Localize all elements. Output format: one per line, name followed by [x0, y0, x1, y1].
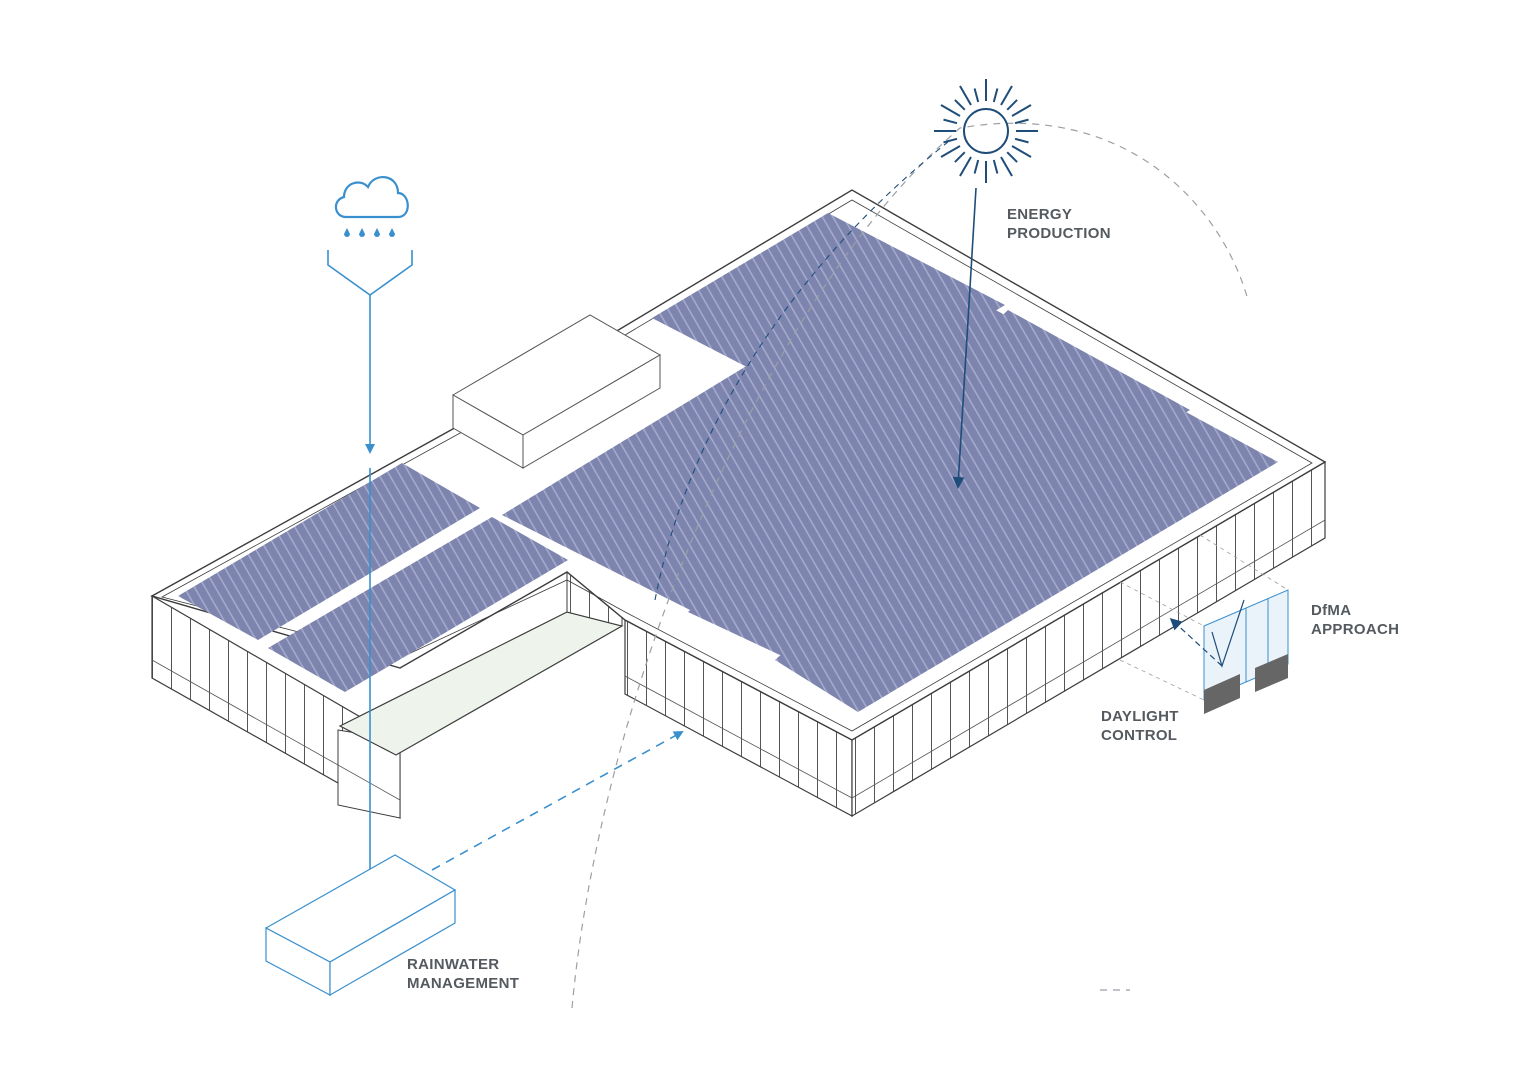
- sun-ray: [1000, 85, 1013, 106]
- energy-label-line-2: PRODUCTION: [1007, 225, 1111, 242]
- sun-icon: [934, 79, 1038, 183]
- solar-array-main-b: [775, 368, 1278, 712]
- sun-ray: [940, 104, 961, 117]
- sun-ray: [1011, 145, 1032, 158]
- sun-ray: [943, 137, 958, 144]
- rainwater-management-label: RAINWATER MANAGEMENT: [407, 955, 519, 993]
- solar-array-left-2: [268, 517, 568, 692]
- rainwater-tank: [264, 854, 457, 997]
- sun-ray: [954, 151, 966, 163]
- sun-ray: [1006, 99, 1018, 111]
- solar-array-left-1: [178, 463, 480, 640]
- sun-ray: [1014, 137, 1029, 144]
- solar-array-middle: [502, 265, 1098, 610]
- daylight-label-line-1: DAYLIGHT: [1101, 708, 1179, 725]
- sun-ray: [940, 145, 961, 158]
- sun-ray: [973, 159, 980, 174]
- sun-ray: [992, 88, 999, 103]
- energy-production-label: ENERGY PRODUCTION: [1007, 205, 1111, 243]
- energy-label-line-1: ENERGY: [1007, 206, 1073, 223]
- plinth-line-south: [624, 675, 853, 799]
- solar-array-top-small: [652, 213, 1005, 410]
- sun-ray: [959, 156, 972, 177]
- sun-ray-dashed: [654, 141, 949, 601]
- rainwater-label-line-1: RAINWATER: [407, 956, 500, 973]
- sun-ray: [1000, 156, 1013, 177]
- daylight-label-line-2: CONTROL: [1101, 727, 1178, 744]
- dfma-approach-label: DfMA APPROACH: [1311, 601, 1399, 639]
- rain-cloud-icon: [334, 176, 409, 237]
- dfma-label-line-1: DfMA: [1311, 602, 1352, 619]
- rainwater-label-line-2: MANAGEMENT: [407, 975, 520, 992]
- sun-ray: [973, 88, 980, 103]
- sun-path-arc: [571, 122, 1249, 1009]
- sun-ray: [1011, 104, 1032, 117]
- rainwater-flow: [327, 250, 684, 907]
- dfma-label-line-2: APPROACH: [1311, 621, 1400, 638]
- plinth-line-east: [851, 519, 1326, 799]
- rooftop-plant-box: [452, 314, 661, 469]
- sun-ray: [959, 85, 972, 106]
- building: [150, 189, 1327, 820]
- energy-production-arrow: [952, 187, 977, 489]
- sun-ray: [954, 99, 966, 111]
- sun-ray: [1006, 151, 1018, 163]
- solar-panel-arrays: [178, 213, 1278, 712]
- solar-array-main-a: [688, 310, 1190, 656]
- plinth-line-left: [151, 659, 401, 801]
- dfma-facade-module: [1119, 534, 1289, 714]
- sun-ray: [943, 118, 958, 125]
- daylight-control-label: DAYLIGHT CONTROL: [1101, 707, 1179, 745]
- sun-ray: [1014, 118, 1029, 125]
- sun-ray: [992, 159, 999, 174]
